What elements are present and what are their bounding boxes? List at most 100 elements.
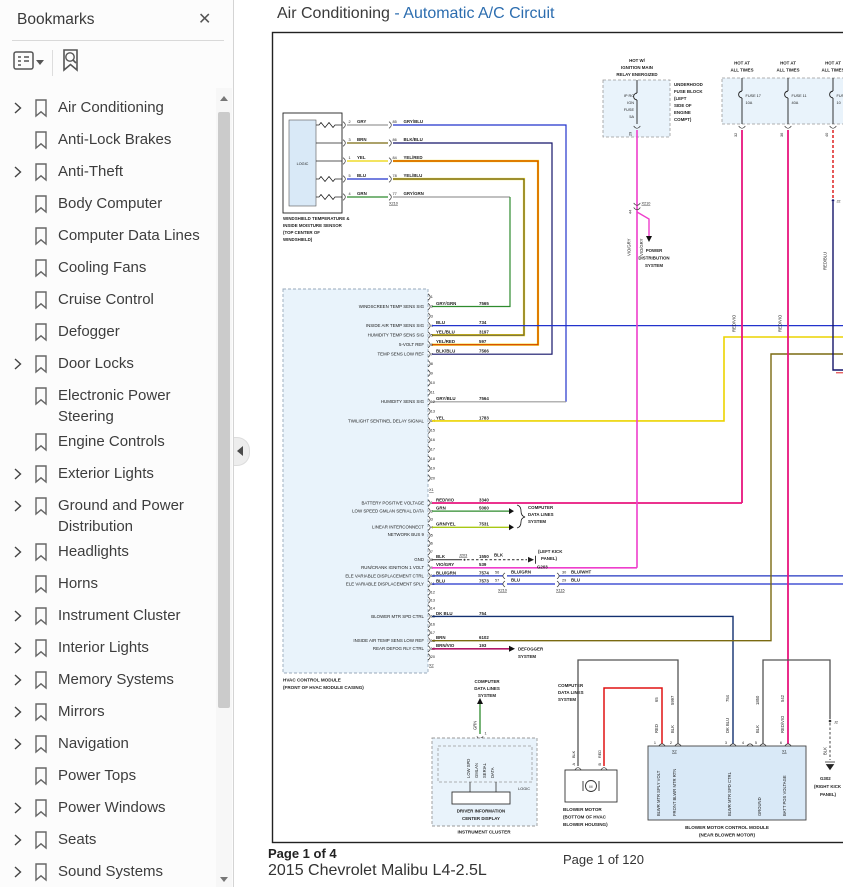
cdl-label: DATA LINES [528,512,554,517]
wire-grn: GRN [473,721,478,730]
hot-label: ALL TIMES [730,68,753,73]
bookmark-label: Cooling Fans [58,257,210,278]
hvac-wire-color: BLU/GRN [436,570,456,575]
pin-4: 4 [742,741,744,745]
chevron-right-icon[interactable] [12,641,23,655]
pin-57: 57 [495,579,499,583]
pin-29: 29 [562,579,566,583]
pin-1: 1 [485,732,487,736]
chevron-right-icon[interactable] [12,357,23,371]
chevron-right-icon[interactable] [12,467,23,481]
hvac-pin-number: 13 [431,410,435,414]
chevron-right-icon[interactable] [12,545,23,559]
hvac-pin-number: 19 [431,467,435,471]
scroll-up-icon[interactable] [220,96,228,101]
underhood-fuse-block-ign: HOT W/ IGNITION MAIN RELAY ENERGIZED IP … [603,58,703,568]
page-counter: Page 1 of 120 [563,852,644,867]
blower-caption: BLOWER HOUSING) [563,822,608,827]
pin-5: 5 [755,741,757,745]
hvac-pin-number: 20 [431,655,435,659]
chevron-right-icon[interactable] [12,737,23,751]
bookmark-label: Anti-Theft [58,161,210,182]
hvac-pin-number: 7 [431,550,433,554]
chevron-right-icon[interactable] [12,705,23,719]
hvac-wire-color: GRY/BLU [436,396,456,401]
chevron-right-icon[interactable] [12,609,23,623]
hvac-pin-number: 5 [431,333,433,337]
bookmark-icon [33,734,49,754]
wire-blugrn: BLU/GRN [511,569,531,574]
computer-data-lines-ref: COMPUTER DATA LINES SYSTEM [509,505,554,530]
wire-blk: BLK [755,725,760,733]
connector-x1: X1 [429,488,434,492]
sensor-pin2: 85 [393,120,397,124]
fuse11-amp: 40A [792,101,799,105]
bookmark-icon [33,606,49,626]
hvac-pin-number: 2 [431,305,433,309]
pin-3: 3 [725,741,727,745]
hvac-pin-number: 1 [431,295,433,299]
hvac-circuit-number: 597 [479,339,487,344]
hvac-row-connectors: 56 BLU/GRN 30 BLU/WHT 57 X210 BLU 29 X11… [495,569,592,592]
bookmark-label: Body Computer [58,193,210,214]
hvac-wire-color: BRN [436,635,446,640]
blower-motor-control-module: J2 BLK G302 (RIGHT KICK PANEL) RED 65 BL… [648,660,842,838]
fuse-bank: HOT ATALL TIMESHOT ATALL TIMESHOT ATALL … [722,61,843,745]
bookmark-label: Anti-Lock Brakes [58,129,210,150]
connector-x210: X210 [642,202,651,206]
hvac-circuit-number: 3197 [479,330,489,335]
hvac-pin-number: 9 [431,371,433,375]
bookmark-label: Seats [58,829,210,850]
chevron-right-icon[interactable] [12,499,23,513]
hvac-signal-label: HUMIDITY TEMP SENS SIG [368,333,425,338]
pin-6: 6 [780,741,782,745]
gmlan-label: GMLAN [474,763,479,778]
cdl-label: COMPUTER [558,683,584,688]
hvac-wire-color: BRN/VIO [436,643,455,648]
chevron-right-icon[interactable] [12,833,23,847]
bookmark-label: Navigation [58,733,210,754]
collapse-panel-handle[interactable] [234,437,250,466]
sensor-pin: 5 [349,174,351,178]
hvac-signal-label: RUN/CRANK IGNITION 1 VOLT [361,565,424,570]
chevron-right-icon[interactable] [12,101,23,115]
sensor-caption: WINDSHIELD TEMPERATURE & [283,216,350,221]
sensor-wire-color: BLU [357,173,366,178]
wire-blu: BLU [571,578,580,583]
hvac-signal-label: BATTERY POSITIVE VOLTAGE [361,500,424,505]
chevron-right-icon[interactable] [12,865,23,879]
chevron-right-icon[interactable] [12,801,23,815]
hvac-pin-number: 13 [431,598,435,602]
fuse-block-label: UNDERHOOD [674,82,703,87]
hvac-wire-color: YEL [436,415,445,420]
bookmark-label: Interior Lights [58,637,210,658]
hvac-signal-label: TEMP SENS LOW REF [377,352,424,357]
hvac-pin-number: 17 [431,631,435,635]
connector-x2: X2 [429,664,434,668]
computer-data-lines-ref-2: COMPUTER DATA LINES SYSTEM [558,683,584,702]
bookmarks-panel: Bookmarks ✕ Air ConditioningAnti-Lock Br… [0,0,234,887]
ground-location: (RIGHT KICK [814,784,842,789]
sensor-wire-color2: GRY/GRN [404,191,424,196]
hvac-circuit-number: 754 [479,611,487,616]
vehicle-label: 2015 Chevrolet Malibu L4-2.5L [268,862,487,880]
chevron-left-icon [237,446,243,456]
fuse17-amp: 10A [746,101,753,105]
chevron-right-icon[interactable] [12,165,23,179]
scroll-down-icon[interactable] [220,877,228,882]
junction-j2-bottom: J2 [834,721,838,725]
bookmark-icon [33,542,49,562]
bookmark-icon [33,638,49,658]
hvac-wire-color: GRN/YEL [436,522,456,527]
ckt-542: 542 [780,694,785,702]
fuse3-label: FUSE [837,94,843,98]
hvac-circuit-number: 7531 [479,522,489,527]
bookmark-label: Ground and Power Distribution [58,495,210,537]
hvac-pin-number: 18 [431,457,435,461]
hvac-pin-number: 5 [431,534,433,538]
connector-x115: X115 [556,589,565,593]
chevron-right-icon[interactable] [12,673,23,687]
dic-label: CENTER DISPLAY [462,816,500,821]
scrollbar-thumb[interactable] [218,112,230,708]
wire-blk: BLK [670,725,675,733]
